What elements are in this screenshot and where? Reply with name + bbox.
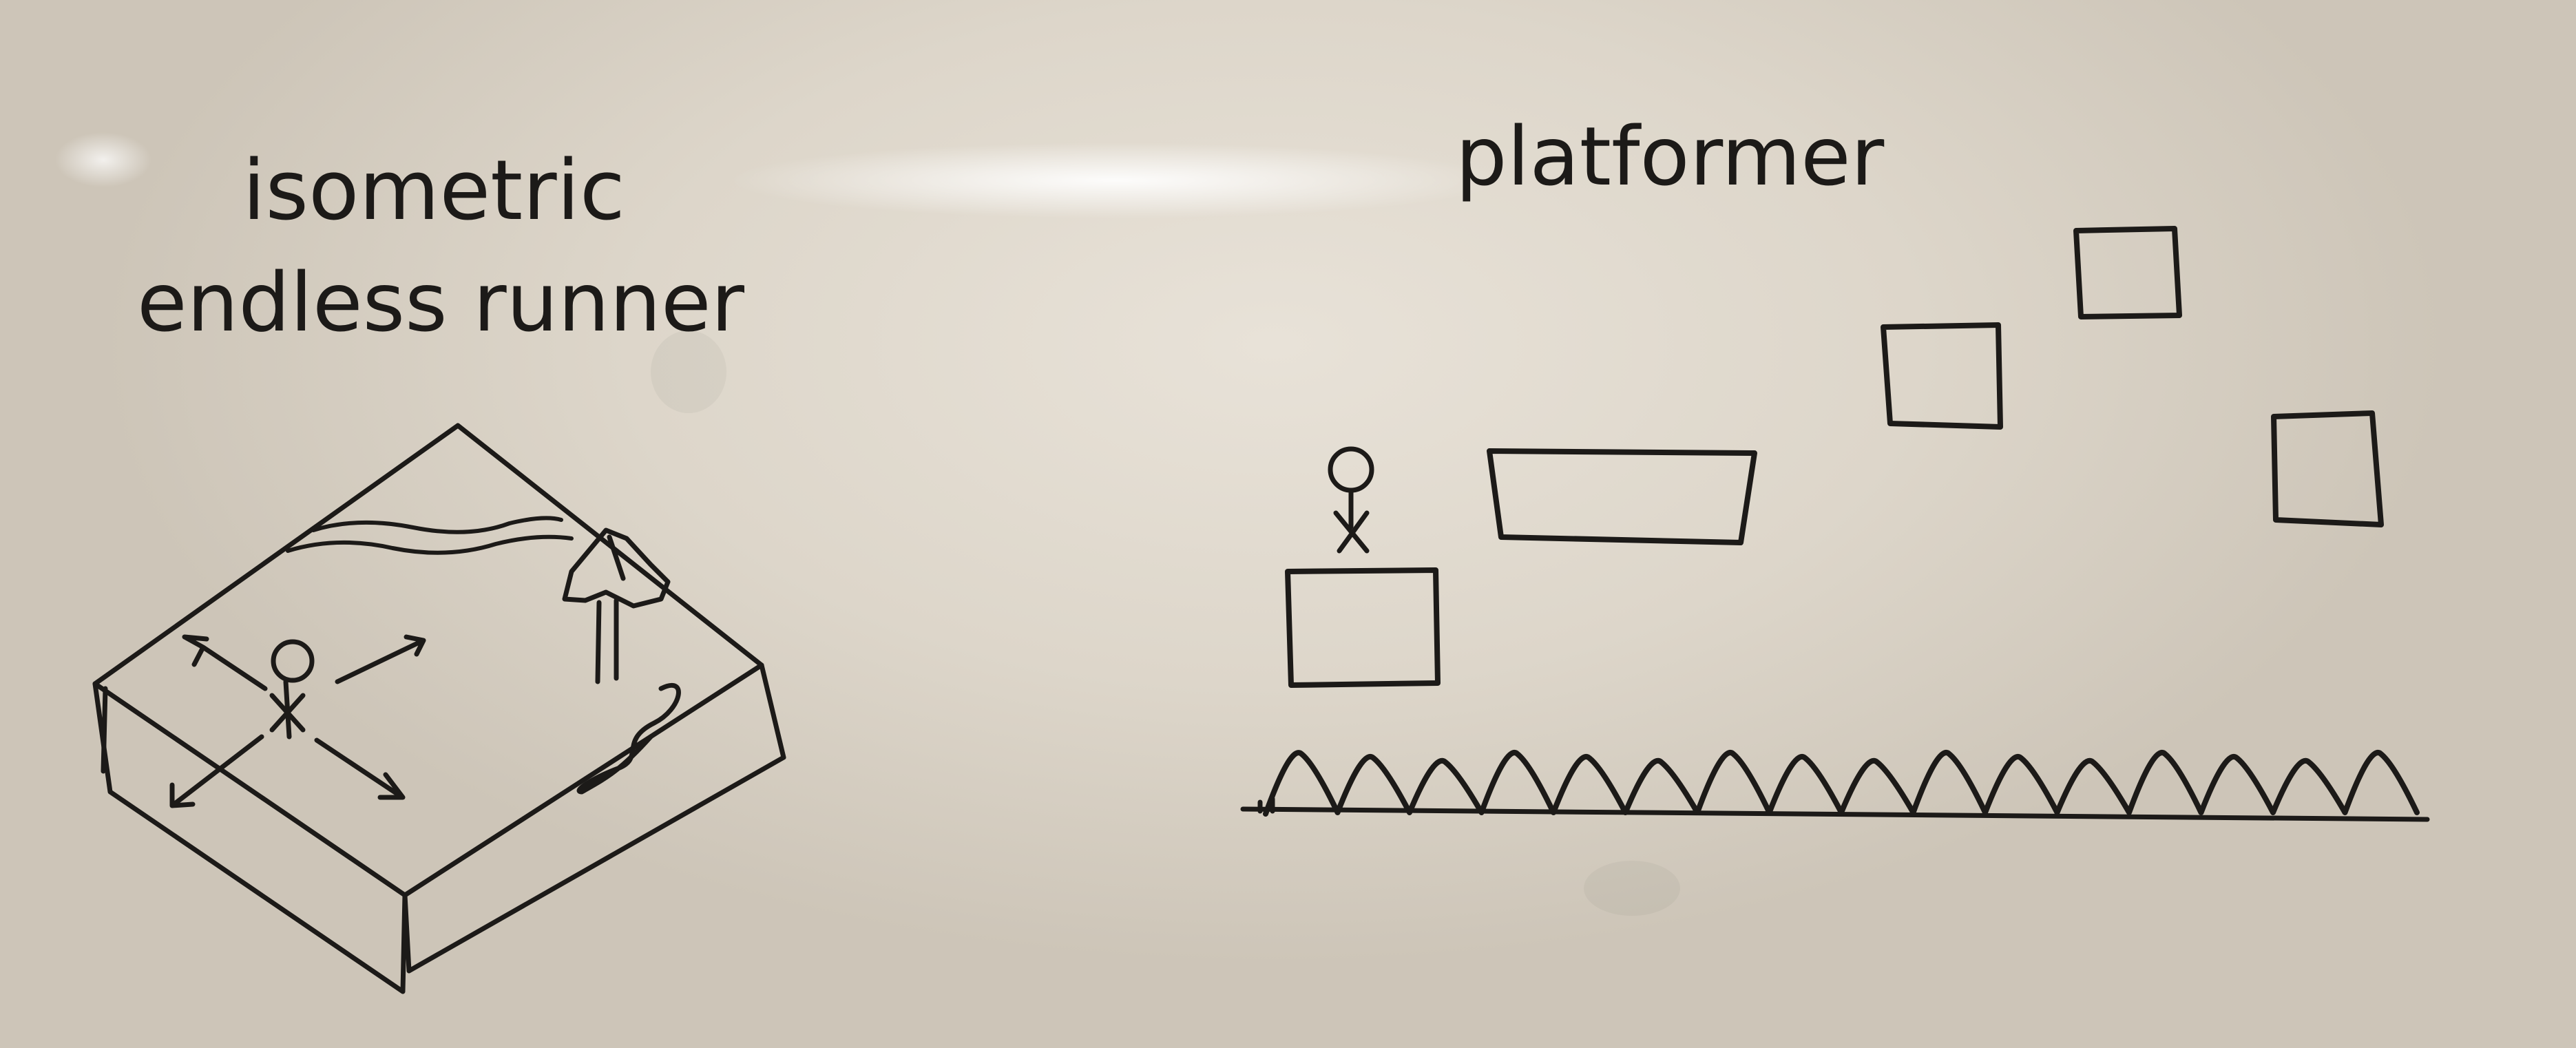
wide-platform xyxy=(1487,448,1757,545)
player-limbs xyxy=(1333,510,1370,554)
direction-arrows xyxy=(169,634,426,808)
title-isometric: isometric xyxy=(242,143,625,239)
runner-character xyxy=(269,639,315,740)
arrow-down-right xyxy=(314,737,406,800)
water-waves xyxy=(286,516,574,555)
tree-detail xyxy=(607,534,626,581)
river-shape xyxy=(576,682,681,795)
smudge xyxy=(651,331,726,413)
tree-canopy xyxy=(562,527,671,609)
floating-block xyxy=(1881,322,2003,430)
character-head xyxy=(271,639,315,683)
floating-block xyxy=(2271,410,2384,527)
wave-line xyxy=(311,516,563,534)
player-character xyxy=(1328,446,1374,554)
platform-blocks xyxy=(1285,226,2384,688)
slab-right-side xyxy=(402,662,786,974)
arrow-up-left xyxy=(182,634,268,691)
ground-line xyxy=(1240,806,2430,822)
wave-line xyxy=(286,534,574,555)
isometric-slab xyxy=(92,423,786,994)
player-head xyxy=(1328,446,1374,493)
title-endless-runner: endless runner xyxy=(137,255,745,350)
slab-left-side xyxy=(92,681,408,994)
floating-block xyxy=(2073,226,2182,319)
tree-trunk xyxy=(595,600,602,684)
spike-row xyxy=(1263,750,2420,817)
tree-obstacle xyxy=(562,527,671,684)
arrow-up-right xyxy=(335,634,426,684)
title-platformer: platformer xyxy=(1456,109,1885,204)
character-limbs xyxy=(269,693,306,733)
slab-edge-line xyxy=(101,686,108,774)
starting-platform xyxy=(1285,567,1441,688)
smudge xyxy=(1584,861,1680,916)
arrow-down-left xyxy=(169,734,264,808)
